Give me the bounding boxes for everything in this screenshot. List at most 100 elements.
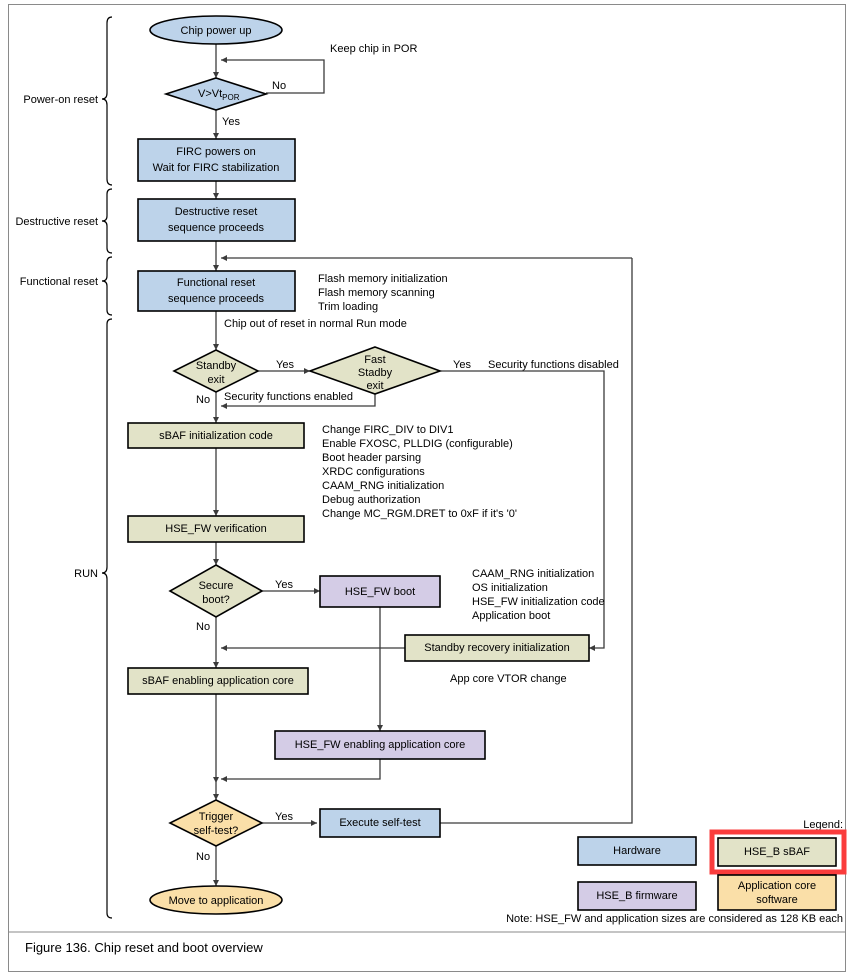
edge-fast-no-security-enabled [221, 392, 376, 409]
legend-title: Legend: [803, 819, 843, 831]
legend: Legend: Hardware HSE_B sBAF HSE_B firmwa… [506, 819, 847, 925]
annot-functional-2: Trim loading [318, 301, 378, 313]
legend-label-appcore-line1: Application core [738, 880, 816, 892]
node-sbaf-enabling-application-core[interactable]: sBAF enabling application core [127, 667, 309, 695]
edge-label-secure-yes: Yes [275, 579, 293, 591]
node-standby-exit-line2: exit [207, 374, 224, 386]
annot-hseboot-3: Application boot [472, 610, 550, 622]
node-hse-fw-verification[interactable]: HSE_FW verification [127, 515, 305, 543]
phase-label-destructive-reset: Destructive reset [15, 216, 98, 228]
edge-label-standby-no: No [196, 394, 210, 406]
node-execute-self-test[interactable]: Execute self-test [319, 808, 441, 838]
node-fast-standby-line1: Fast [364, 354, 385, 366]
annot-hseboot-2: HSE_FW initialization code [472, 596, 605, 608]
edge-label-standby-yes: Yes [276, 359, 294, 371]
node-firc-line2: Wait for FIRC stabilization [153, 162, 280, 174]
annot-sbaf-4: CAAM_RNG initialization [322, 480, 444, 492]
edge-execute-selftest-feedback [440, 258, 633, 824]
edge-hse-enabling-to-trunk [221, 759, 381, 782]
edge-label-por-no: No [272, 80, 286, 92]
node-firc-line1: FIRC powers on [176, 146, 255, 158]
annot-hseboot-1: OS initialization [472, 582, 548, 594]
annot-security-functions-enabled: Security functions enabled [224, 391, 353, 403]
node-standby-recovery-label: Standby recovery initialization [424, 642, 570, 654]
legend-label-hse-b-sbaf: HSE_B sBAF [744, 846, 810, 858]
node-vpor-decision[interactable]: V>VtPOR [163, 77, 269, 111]
node-hse-fw-verification-label: HSE_FW verification [165, 523, 266, 535]
annot-hseboot-0: CAAM_RNG initialization [472, 568, 594, 580]
node-chip-power-up-label: Chip power up [181, 25, 252, 37]
annotation-hse-fw-boot: CAAM_RNG initialization OS initializatio… [472, 568, 605, 622]
node-sbaf-initialization-code[interactable]: sBAF initialization code [127, 422, 305, 449]
edge-label-por-yes: Yes [222, 116, 240, 128]
annot-security-functions-disabled: Security functions disabled [488, 359, 619, 371]
node-standby-recovery-initialization[interactable]: Standby recovery initialization [404, 634, 590, 662]
annotation-functional-reset: Flash memory initialization Flash memory… [318, 273, 448, 313]
node-trigger-self-test[interactable]: Trigger self-test? [168, 799, 264, 847]
node-hse-fw-boot[interactable]: HSE_FW boot [319, 575, 441, 608]
edge-labels: No Yes Keep chip in POR Yes No Yes Secur… [196, 43, 619, 863]
node-standby-exit[interactable]: Standby exit [172, 349, 260, 393]
legend-label-hse-b-firmware: HSE_B firmware [596, 890, 677, 902]
legend-item-hardware[interactable]: Hardware [577, 836, 697, 866]
legend-label-appcore-line2: software [756, 894, 798, 906]
legend-item-hse-b-firmware[interactable]: HSE_B firmware [577, 881, 697, 911]
phase-label-run: RUN [74, 568, 98, 580]
edge-vpor-no-loop [221, 57, 325, 94]
node-secure-boot-line1: Secure [199, 580, 234, 592]
node-destructive-reset[interactable]: Destructive reset sequence proceeds [137, 198, 296, 242]
node-trigger-line1: Trigger [199, 811, 234, 823]
node-hse-fw-enabling-label: HSE_FW enabling application core [295, 739, 466, 751]
node-functional-reset[interactable]: Functional reset sequence proceeds [137, 270, 296, 312]
legend-item-application-core-software[interactable]: Application core software [717, 874, 837, 911]
annot-sbaf-2: Boot header parsing [322, 452, 421, 464]
node-fast-standby-exit[interactable]: Fast Stadby exit [307, 346, 443, 395]
edge-label-trigger-no: No [196, 851, 210, 863]
node-functional-line1: Functional reset [177, 277, 255, 289]
node-destructive-line1: Destructive reset [175, 206, 258, 218]
legend-highlight-box [709, 829, 847, 875]
node-destructive-line2: sequence proceeds [168, 222, 265, 234]
node-fast-standby-line2: Stadby [358, 367, 393, 379]
annot-sbaf-1: Enable FXOSC, PLLDIG (configurable) [322, 438, 513, 450]
annot-functional-1: Flash memory scanning [318, 287, 435, 299]
node-fast-standby-line3: exit [366, 380, 383, 392]
figure-caption: Figure 136. Chip reset and boot overview [25, 940, 263, 955]
edge-label-trigger-yes: Yes [275, 811, 293, 823]
legend-item-hse-b-sbaf[interactable]: HSE_B sBAF [717, 837, 837, 867]
legend-label-hardware: Hardware [613, 845, 661, 857]
node-move-to-application-label: Move to application [169, 895, 264, 907]
edge-fast-yes-security-disabled [440, 370, 605, 651]
node-sbaf-enabling-label: sBAF enabling application core [142, 675, 294, 687]
flow-edges [213, 42, 633, 886]
node-vpor-label: V>VtPOR [198, 88, 240, 102]
edge-label-fast-yes: Yes [453, 359, 471, 371]
annot-chip-out-of-reset: Chip out of reset in normal Run mode [224, 318, 407, 330]
phase-label-power-on-reset: Power-on reset [23, 94, 98, 106]
node-firc-powers-on[interactable]: FIRC powers on Wait for FIRC stabilizati… [137, 138, 296, 182]
node-hse-fw-enabling-application-core[interactable]: HSE_FW enabling application core [274, 730, 486, 760]
edge-label-secure-no: No [196, 621, 210, 633]
node-functional-line2: sequence proceeds [168, 293, 265, 305]
annot-sbaf-0: Change FIRC_DIV to DIV1 [322, 424, 453, 436]
phase-braces: Power-on reset Destructive reset Functio… [15, 16, 113, 919]
node-hse-fw-boot-label: HSE_FW boot [345, 586, 415, 598]
annotation-sbaf-init: Change FIRC_DIV to DIV1 Enable FXOSC, PL… [322, 424, 517, 520]
annot-sbaf-5: Debug authorization [322, 494, 420, 506]
annot-sbaf-6: Change MC_RGM.DRET to 0xF if it's '0' [322, 508, 517, 520]
node-secure-boot[interactable]: Secure boot? [168, 564, 264, 618]
annot-sbaf-3: XRDC configurations [322, 466, 425, 478]
annot-keep-chip-in-por: Keep chip in POR [330, 43, 417, 55]
node-secure-boot-line2: boot? [202, 594, 230, 606]
phase-label-functional-reset: Functional reset [20, 276, 98, 288]
legend-note: Note: HSE_FW and application sizes are c… [506, 913, 843, 925]
annot-app-core-vtor-change: App core VTOR change [450, 673, 567, 685]
node-sbaf-init-label: sBAF initialization code [159, 430, 273, 442]
node-standby-exit-line1: Standby [196, 360, 237, 372]
annot-functional-0: Flash memory initialization [318, 273, 448, 285]
node-move-to-application[interactable]: Move to application [149, 885, 283, 915]
node-execute-self-test-label: Execute self-test [339, 817, 420, 829]
node-chip-power-up[interactable]: Chip power up [149, 15, 283, 45]
